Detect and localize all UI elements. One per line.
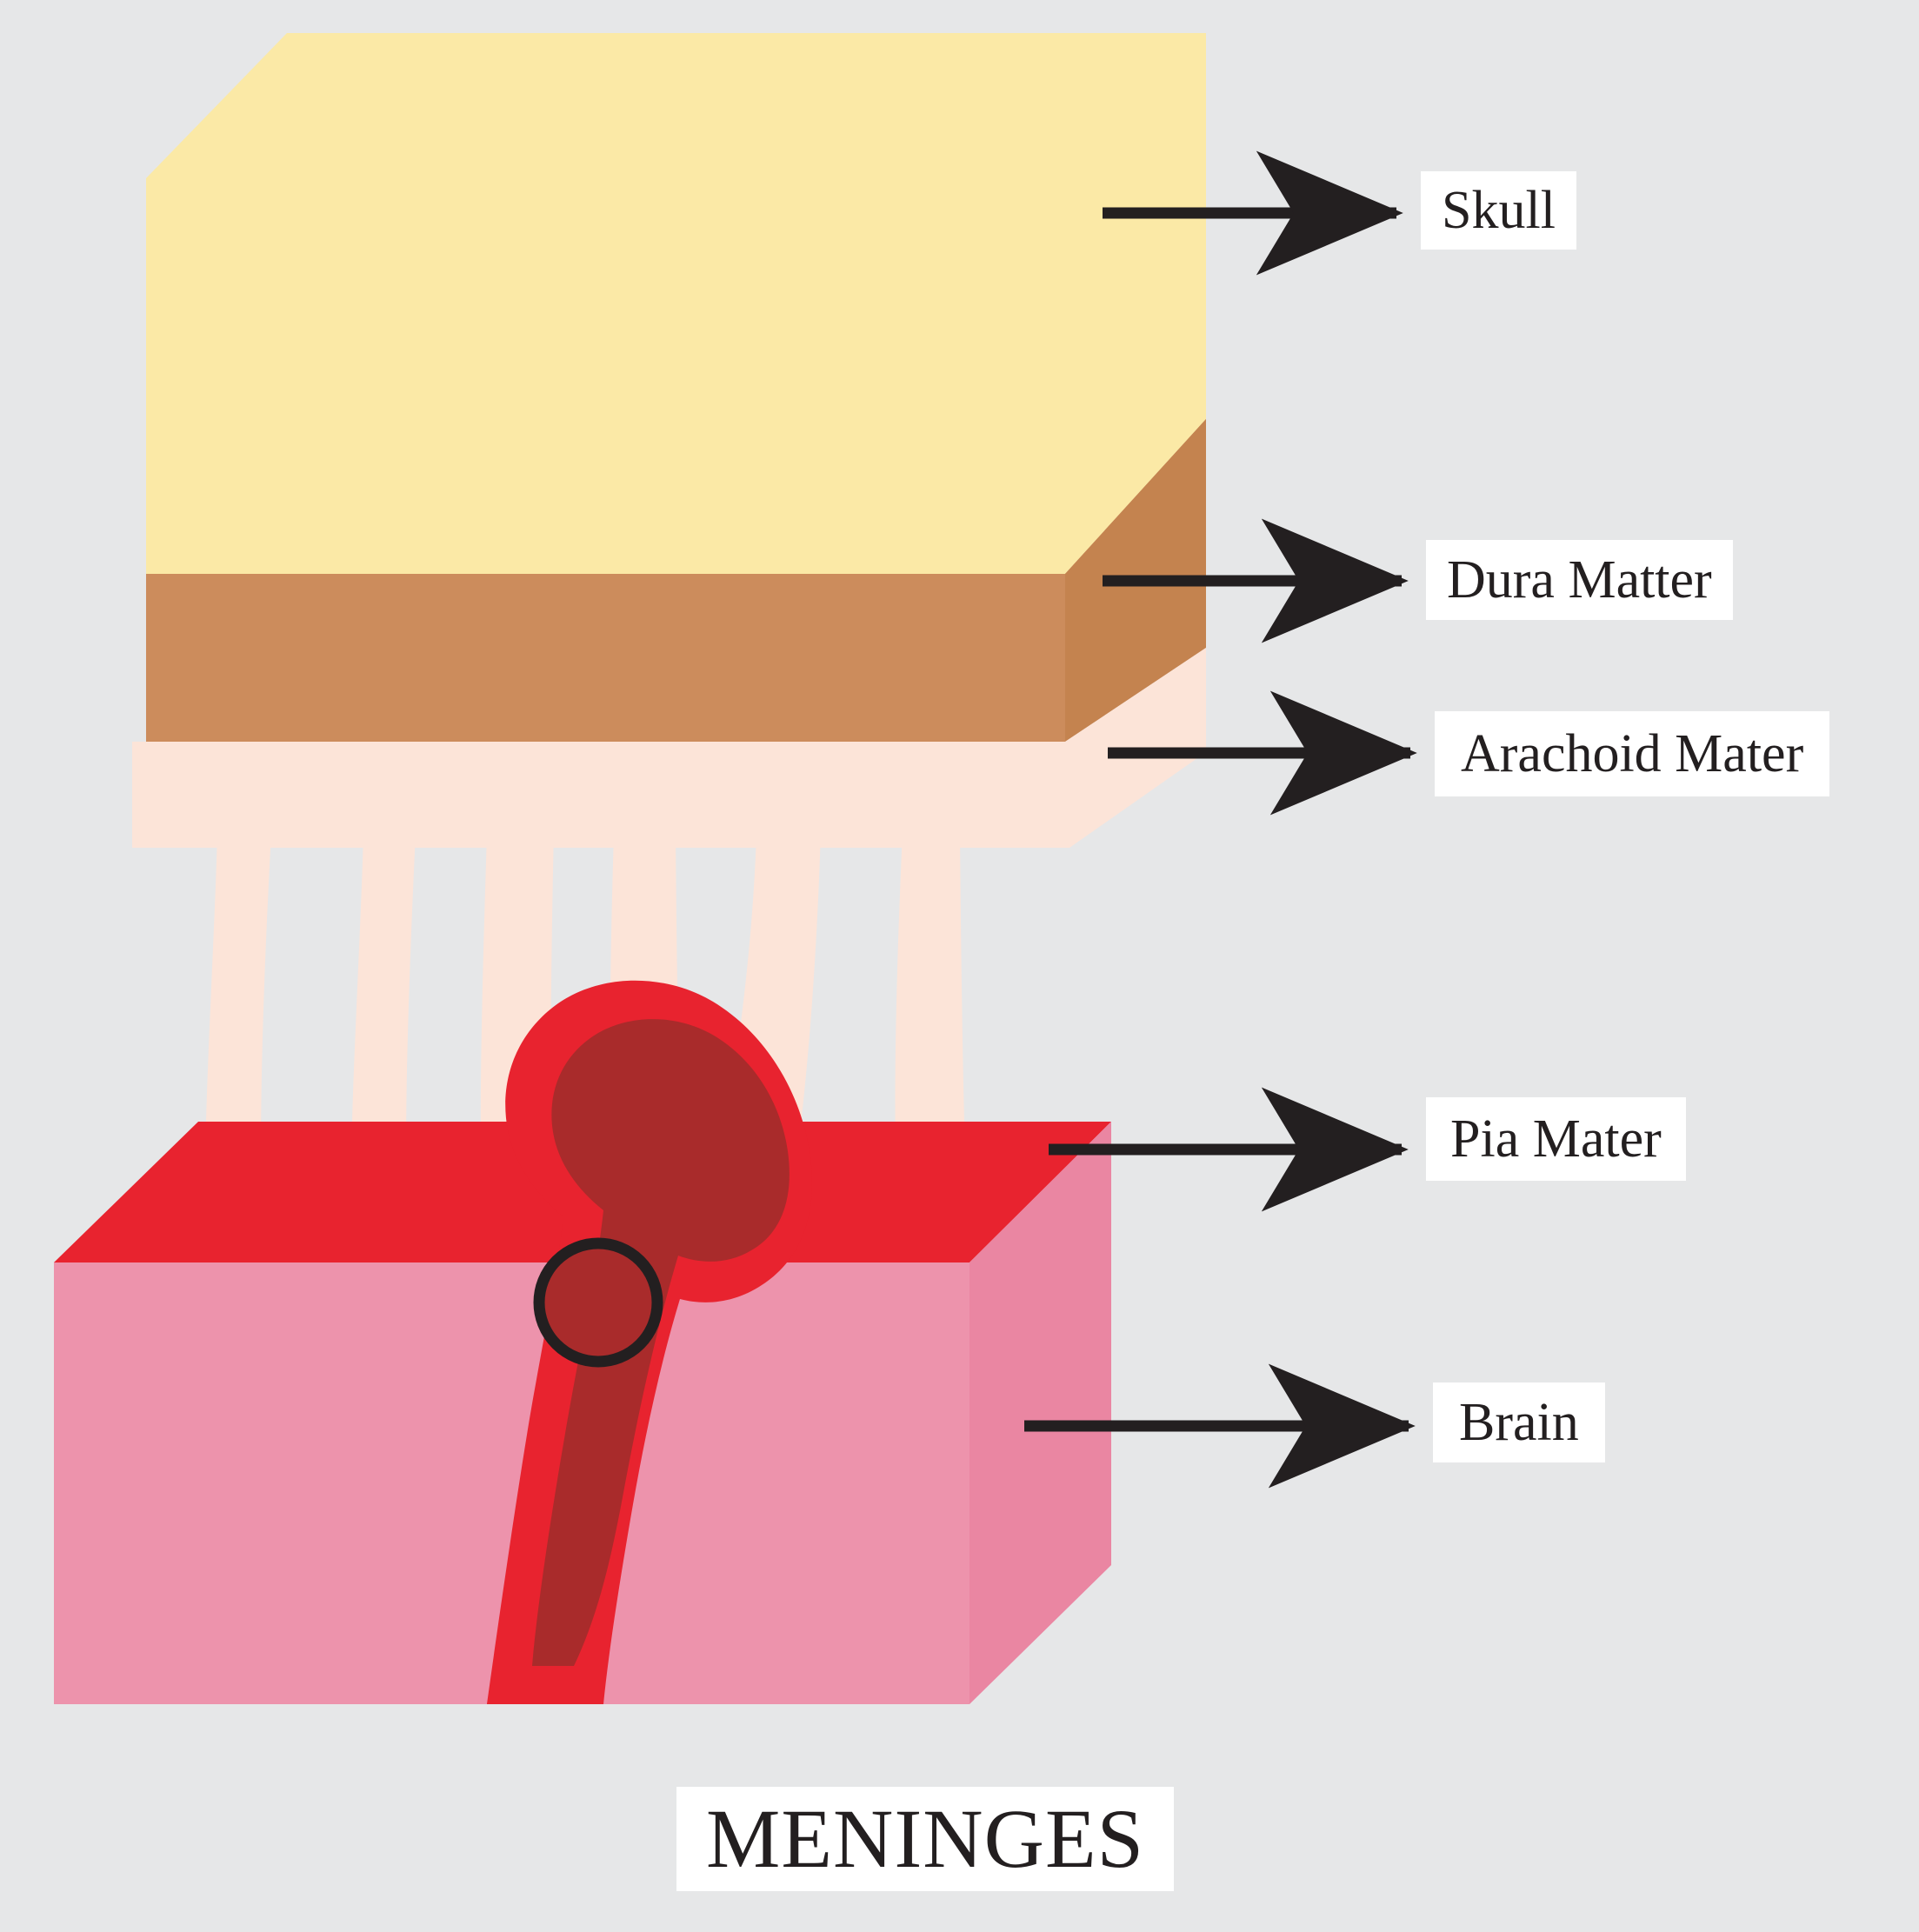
vessel-fill	[532, 1019, 790, 1666]
label-pia-mater: Pia Mater	[1426, 1097, 1686, 1181]
label-arachoid-mater-text: Arachoid Mater	[1461, 724, 1804, 783]
label-skull: Skull	[1421, 171, 1576, 250]
label-pia-mater-text: Pia Mater	[1450, 1109, 1662, 1169]
label-dura-matter: Dura Matter	[1426, 540, 1733, 620]
brain-front-face	[54, 1262, 969, 1704]
blood-vessel	[487, 980, 812, 1704]
vessel-cross-section-ring	[533, 1237, 663, 1368]
brain-side-face	[969, 1122, 1111, 1704]
label-dura-matter-text: Dura Matter	[1447, 550, 1712, 610]
arachnoid-band	[132, 648, 1206, 848]
brain-layer	[54, 1122, 1111, 1704]
dura-side-upper-wedge	[1065, 419, 1206, 574]
skull-front-face	[146, 33, 1206, 574]
label-brain-text: Brain	[1459, 1393, 1579, 1452]
label-arachoid-mater: Arachoid Mater	[1435, 711, 1830, 796]
figure-title: MENINGES	[676, 1787, 1174, 1891]
dura-front-face	[146, 574, 1065, 742]
skull-layer	[146, 33, 1206, 574]
label-brain: Brain	[1433, 1382, 1605, 1462]
figure-title-text: MENINGES	[706, 1792, 1144, 1885]
trabecula	[350, 833, 416, 1217]
label-skull-text: Skull	[1442, 181, 1556, 240]
callout-arrows	[1024, 150, 1417, 1489]
